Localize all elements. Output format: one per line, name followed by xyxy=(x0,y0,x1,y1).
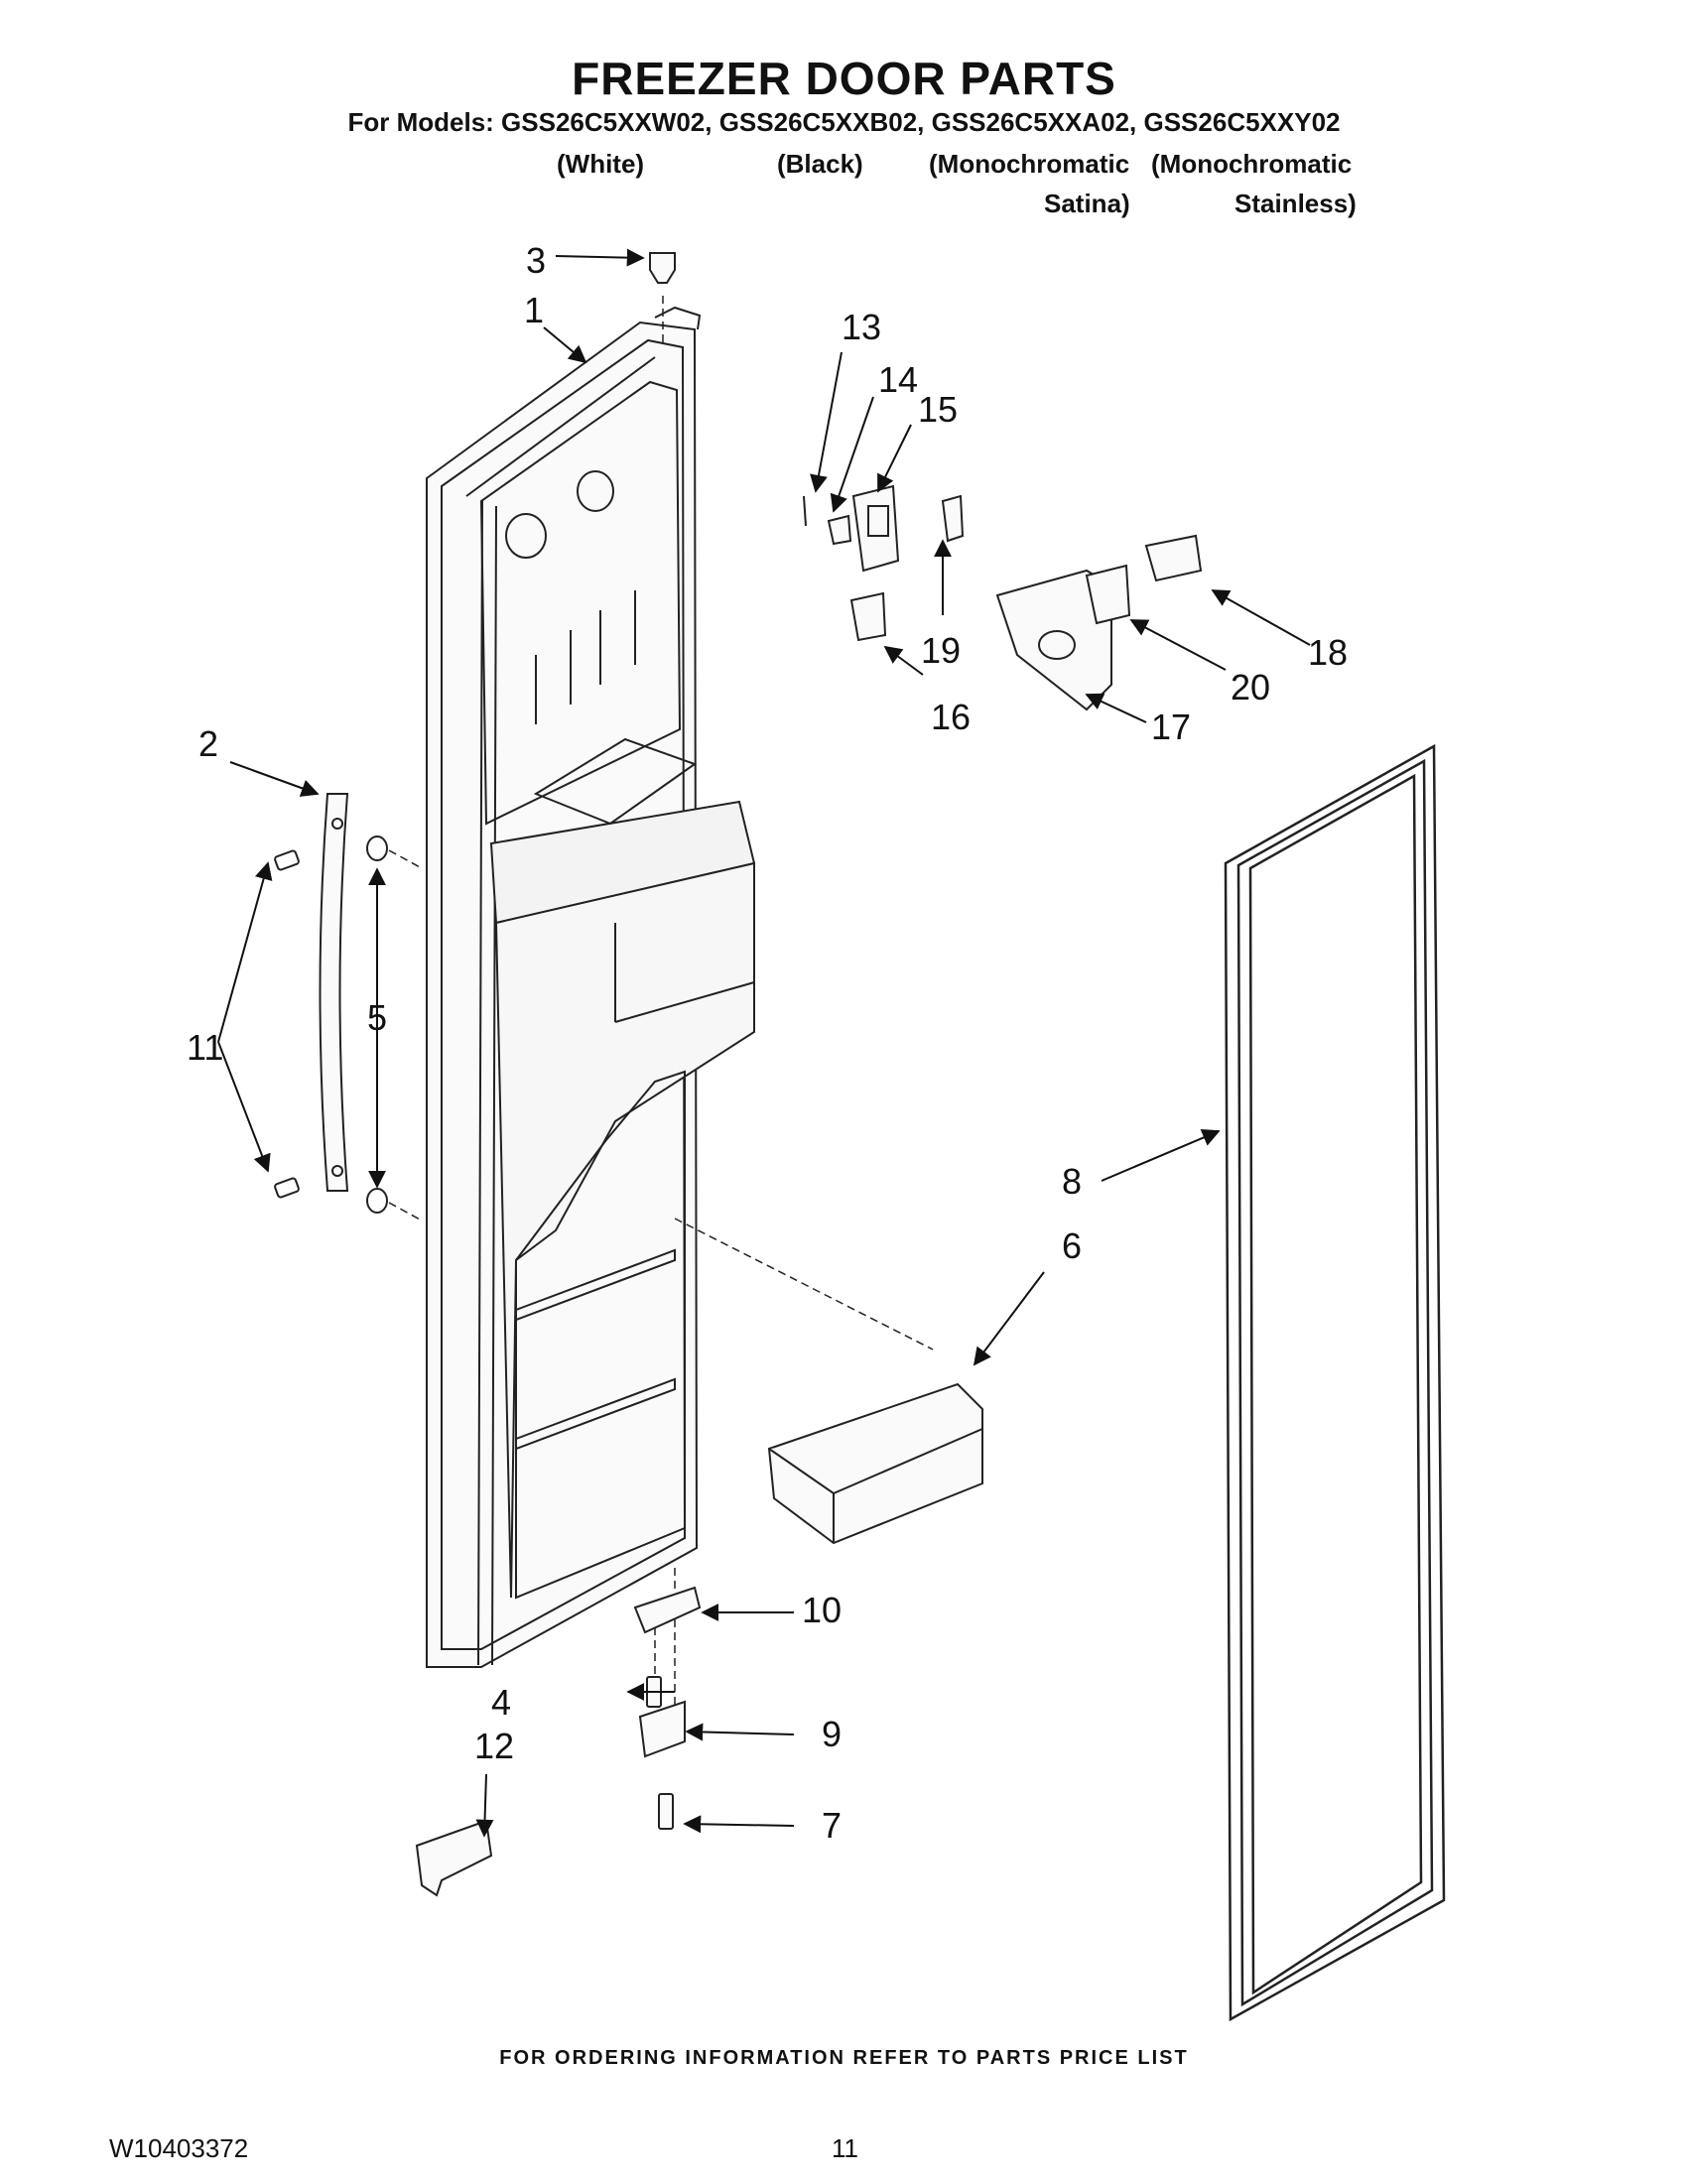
callout-2: 2 xyxy=(198,723,218,764)
callout-14: 14 xyxy=(878,359,918,400)
document-number: W10403372 xyxy=(109,2133,249,2163)
callout-9: 9 xyxy=(822,1714,842,1754)
variant-black: (Black) xyxy=(777,149,863,179)
callout-labels: 3 1 2 11 5 6 8 10 4 12 9 7 13 14 15 16 1… xyxy=(187,240,1348,1846)
callout-11: 11 xyxy=(187,1027,223,1068)
callout-18: 18 xyxy=(1308,632,1348,673)
dispenser-parts xyxy=(803,484,1203,711)
callout-7: 7 xyxy=(822,1805,842,1846)
callout-19: 19 xyxy=(921,630,961,671)
callout-8: 8 xyxy=(1062,1161,1082,1202)
callout-1: 1 xyxy=(524,290,544,330)
callout-17: 17 xyxy=(1151,707,1191,747)
page-title: FREEZER DOOR PARTS xyxy=(572,53,1116,104)
callout-4: 4 xyxy=(491,1682,511,1723)
callout-arrows xyxy=(217,248,1311,1838)
callout-20: 20 xyxy=(1231,667,1270,707)
callout-10: 10 xyxy=(802,1590,842,1630)
cap-part xyxy=(649,252,676,284)
variant-stainless: Stainless) xyxy=(1234,189,1357,218)
callout-5: 5 xyxy=(367,997,387,1038)
door-gasket-part xyxy=(1224,743,1446,2022)
callout-16: 16 xyxy=(931,697,971,737)
models-line: For Models: GSS26C5XXW02, GSS26C5XXB02, … xyxy=(347,107,1341,137)
variant-satina: Satina) xyxy=(1044,189,1130,218)
hinge-parts xyxy=(415,1586,702,1897)
handle-part xyxy=(274,793,388,1214)
variant-monochromatic-2: (Monochromatic xyxy=(1151,149,1353,179)
ordering-note: FOR ORDERING INFORMATION REFER TO PARTS … xyxy=(499,2047,1189,2069)
callout-3: 3 xyxy=(526,240,546,281)
callout-12: 12 xyxy=(474,1726,514,1766)
callout-13: 13 xyxy=(842,307,881,347)
freezer-door-assembly xyxy=(426,306,756,1668)
callout-15: 15 xyxy=(918,389,958,430)
callout-6: 6 xyxy=(1062,1225,1082,1266)
variant-white: (White) xyxy=(557,149,645,179)
door-bin-part xyxy=(767,1382,983,1545)
page-number: 11 xyxy=(832,2133,858,2163)
variant-monochromatic-1: (Monochromatic xyxy=(929,149,1130,179)
